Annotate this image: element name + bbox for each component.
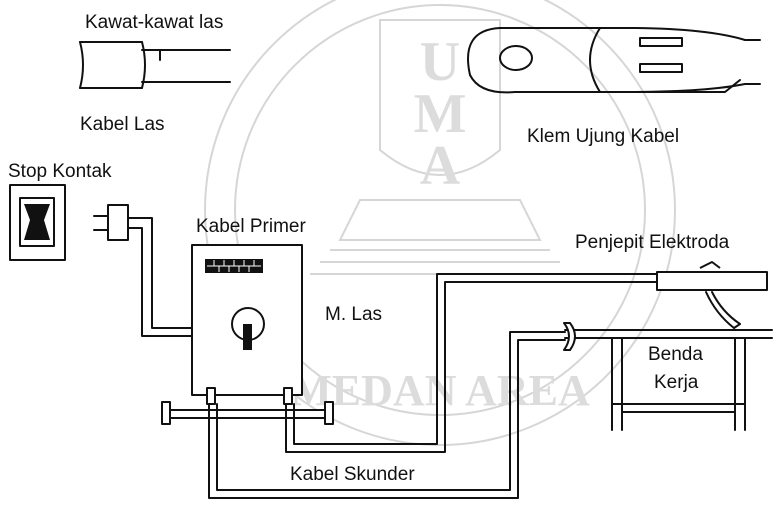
benda-kerja-table (563, 322, 773, 431)
watermark-letter-m: M (414, 83, 467, 145)
plug (93, 204, 129, 241)
kabel-las-illustration (79, 41, 231, 89)
label-benda: Benda (648, 344, 703, 365)
label-kabel-las: Kabel Las (80, 114, 165, 135)
kabel-primer-cable (127, 217, 193, 337)
klem-ujung-kabel-illustration (467, 27, 761, 94)
label-penjepit-elektroda: Penjepit Elektroda (575, 232, 730, 253)
stop-kontak-socket (9, 184, 66, 261)
label-klem-ujung-kabel: Klem Ujung Kabel (527, 126, 679, 147)
watermark-letter-u: U (420, 31, 460, 93)
kabel-skunder-elektroda (285, 273, 661, 453)
kabel-skunder-massa (208, 331, 566, 499)
watermark-seal: U M A MEDAN AREA (204, 0, 676, 446)
label-kawat-las: Kawat-kawat las (85, 12, 223, 33)
watermark-ring-text: MEDAN AREA (290, 366, 590, 415)
penjepit-elektroda (656, 261, 768, 329)
label-m-las: M. Las (325, 304, 382, 325)
label-kabel-skunder: Kabel Skunder (290, 464, 415, 485)
mesin-las (161, 244, 334, 425)
watermark-letter-a: A (420, 135, 461, 197)
label-stop-kontak: Stop Kontak (8, 161, 112, 182)
label-kerja: Kerja (654, 372, 699, 393)
label-kabel-primer: Kabel Primer (196, 216, 306, 237)
